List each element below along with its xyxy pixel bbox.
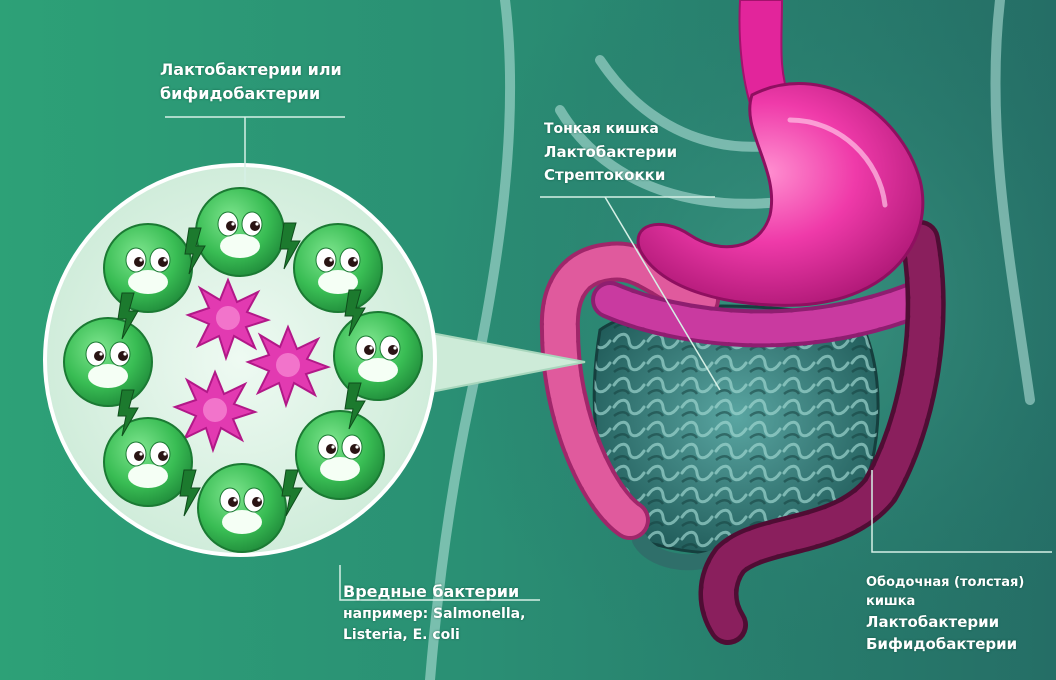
microbe-magnifier [45,165,435,555]
label-small-intestine-title: Тонкая кишка [544,118,677,141]
label-small-intestine-line2: Лактобактерии [544,141,677,164]
good-bacteria-icon [294,224,382,312]
good-bacteria-icon [104,224,192,312]
label-harmful-title: Вредные бактерии [343,580,525,604]
good-bacteria-icon [296,411,384,499]
label-harmful-bacteria: Вредные бактерии например: Salmonella, L… [343,580,525,646]
good-bacteria-icon [64,318,152,406]
label-colon-line2: кишка [866,592,1024,611]
label-colon-title: Ободочная (толстая) [866,573,1024,592]
label-good-line2: бифидобактерии [160,82,342,106]
label-good-line1: Лактобактерии или [160,58,342,82]
label-harmful-line2: например: Salmonella, [343,604,525,625]
good-bacteria-icon [334,312,422,400]
label-harmful-line3: Listeria, E. coli [343,625,525,646]
good-bacteria-icon [104,418,192,506]
label-small-intestine-line3: Стрептококки [544,164,677,187]
label-colon-line4: Бифидобактерии [866,633,1024,655]
good-bacteria-icon [198,464,286,552]
label-colon-line3: Лактобактерии [866,611,1024,633]
label-small-intestine: Тонкая кишка Лактобактерии Стрептококки [544,118,677,187]
good-bacteria-icon [196,188,284,276]
label-colon: Ободочная (толстая) кишка Лактобактерии … [866,573,1024,655]
label-good-bacteria: Лактобактерии или бифидобактерии [160,58,342,106]
